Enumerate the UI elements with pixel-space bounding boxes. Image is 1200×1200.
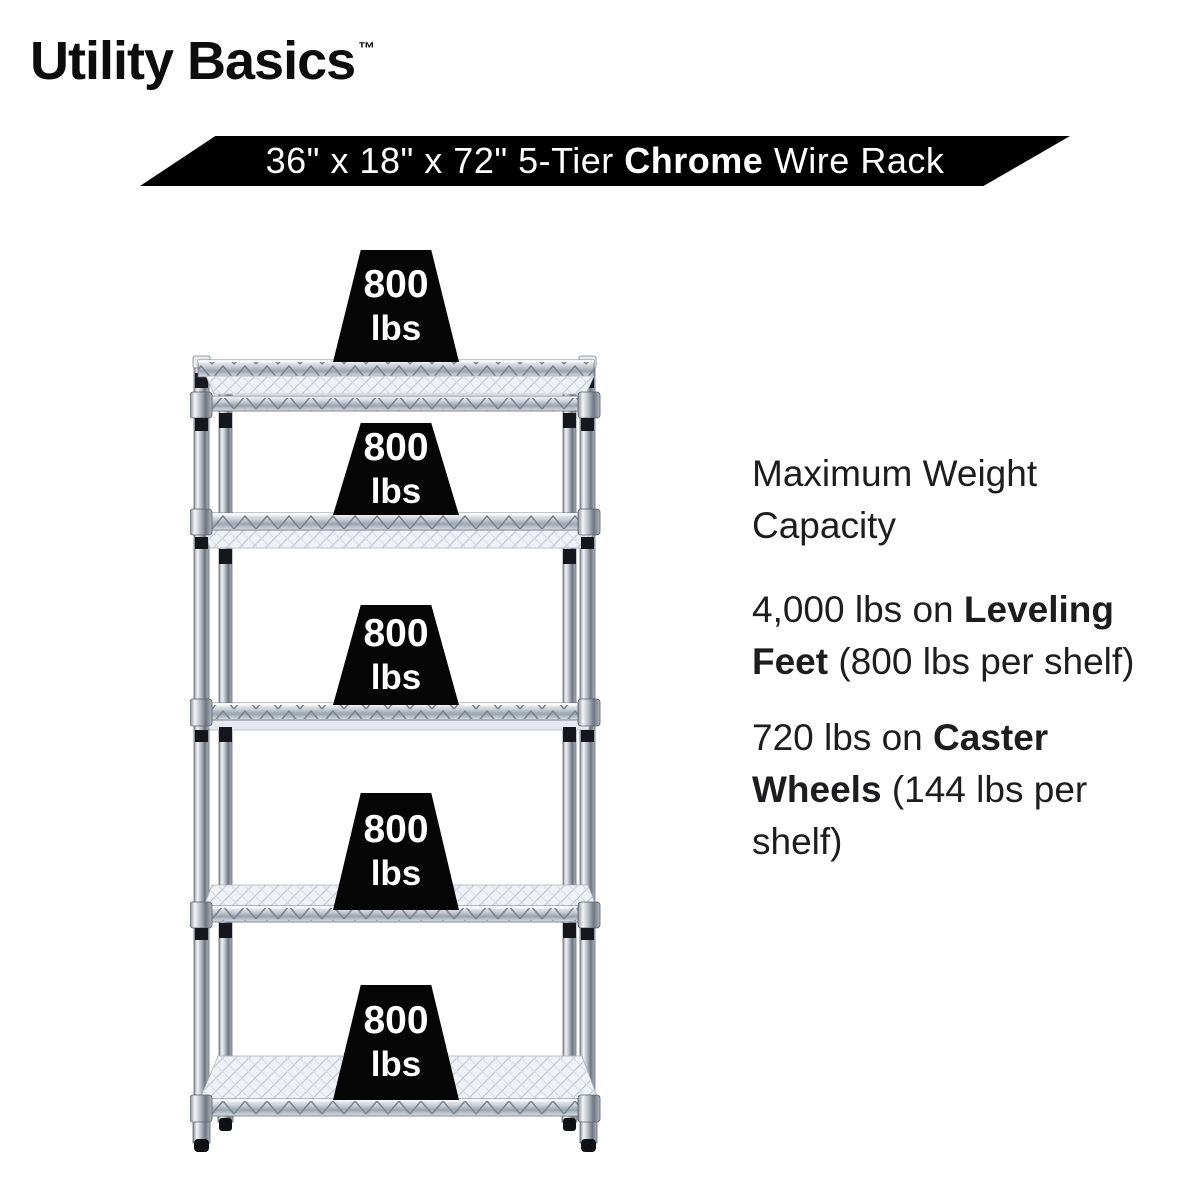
badge-value: 800	[363, 999, 429, 1043]
badge-value: 800	[363, 262, 429, 306]
rack-shelf	[190, 698, 601, 742]
badge-unit: lbs	[370, 471, 422, 511]
rack-shelf	[190, 508, 601, 564]
info-paragraph-leveling-feet: 4,000 lbs on Leveling Feet (800 lbs per …	[752, 589, 1135, 682]
badge-unit: lbs	[370, 657, 422, 697]
badge-value: 800	[363, 808, 429, 852]
rack-shelf	[190, 884, 601, 940]
weight-badge: 800 lbs	[333, 250, 459, 362]
badge-value: 800	[363, 611, 429, 655]
badge-unit: lbs	[370, 308, 422, 348]
rack-shelf	[190, 359, 601, 431]
info-paragraph-caster-wheels: 720 lbs on Caster Wheels (144 lbs per sh…	[752, 717, 1088, 862]
badge-unit: lbs	[370, 854, 422, 894]
brand-name: Utility Basics	[30, 31, 356, 91]
trademark-symbol: ™	[358, 39, 376, 58]
banner-title: 36" x 18" x 72" 5-Tier Chrome Wire Rack	[265, 140, 945, 181]
info-heading: Maximum Weight Capacity	[752, 453, 1038, 546]
badge-unit: lbs	[370, 1045, 422, 1085]
title-banner: 36" x 18" x 72" 5-Tier Chrome Wire Rack	[140, 136, 1070, 186]
badge-value: 800	[363, 425, 429, 469]
weight-info-panel: Maximum Weight Capacity 4,000 lbs on Lev…	[752, 448, 1150, 892]
